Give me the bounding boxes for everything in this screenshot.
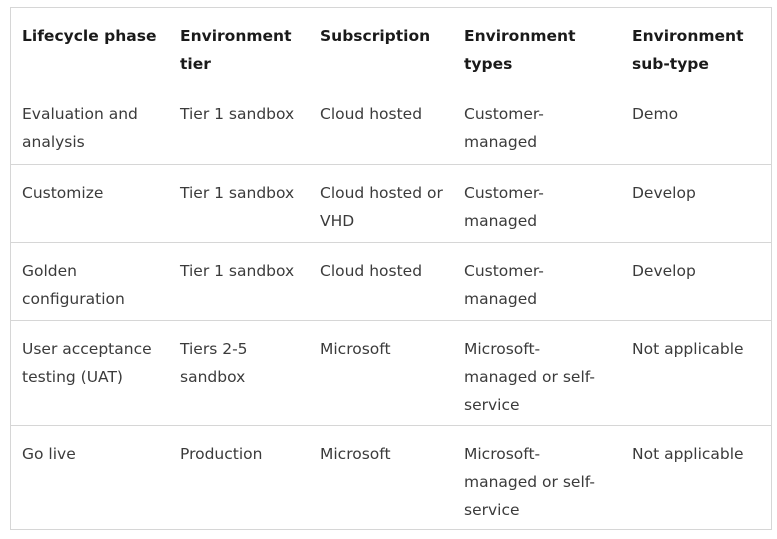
cell-subscription: Microsoft [320, 339, 391, 358]
header-lifecycle-phase: Lifecycle phase [22, 27, 157, 45]
cell-environment-tier: Tier 1 sandbox [180, 261, 295, 280]
cell-lifecycle-phase: User acceptance testing (UAT) [22, 339, 152, 386]
cell-lifecycle-phase: Customize [22, 183, 104, 202]
environment-table-frame: Lifecycle phase Environment tier Subscri… [10, 7, 772, 530]
table-row: Go live Production Microsoft Microsoft-m… [11, 425, 771, 530]
cell-environment-sub-type: Not applicable [632, 444, 744, 463]
table-row: User acceptance testing (UAT) Tiers 2-5 … [11, 320, 771, 425]
table-row: Evaluation and analysis Tier 1 sandbox C… [11, 86, 771, 164]
header-environment-types: Environment types [464, 27, 576, 73]
cell-environment-sub-type: Not applicable [632, 339, 744, 358]
cell-environment-types: Customer-managed [464, 261, 544, 308]
cell-lifecycle-phase: Golden configuration [22, 261, 125, 308]
header-environment-tier: Environment tier [180, 27, 292, 73]
cell-environment-tier: Tiers 2-5 sandbox [180, 339, 248, 386]
cell-environment-types: Microsoft-managed or self-service [464, 339, 595, 414]
cell-subscription: Cloud hosted [320, 261, 423, 280]
cell-environment-sub-type: Develop [632, 183, 696, 202]
cell-subscription: Cloud hosted [320, 105, 423, 123]
cell-lifecycle-phase: Evaluation and analysis [22, 105, 138, 151]
environment-table: Lifecycle phase Environment tier Subscri… [11, 8, 771, 530]
cell-environment-tier: Production [180, 444, 263, 463]
cell-environment-sub-type: Develop [632, 261, 696, 280]
cell-lifecycle-phase: Go live [22, 444, 76, 463]
table-row: Golden configuration Tier 1 sandbox Clou… [11, 242, 771, 320]
cell-subscription: Cloud hosted or VHD [320, 183, 443, 230]
header-subscription: Subscription [320, 27, 431, 45]
cell-environment-types: Customer-managed [464, 183, 544, 230]
cell-environment-types: Customer-managed [464, 105, 544, 151]
cell-subscription: Microsoft [320, 444, 391, 463]
table-header-row: Lifecycle phase Environment tier Subscri… [11, 8, 771, 86]
table-row: Customize Tier 1 sandbox Cloud hosted or… [11, 164, 771, 242]
cell-environment-tier: Tier 1 sandbox [180, 105, 295, 123]
cell-environment-tier: Tier 1 sandbox [180, 183, 295, 202]
header-environment-sub-type: Environment sub-type [632, 27, 744, 73]
cell-environment-sub-type: Demo [632, 105, 679, 123]
cell-environment-types: Microsoft-managed or self-service [464, 444, 595, 519]
